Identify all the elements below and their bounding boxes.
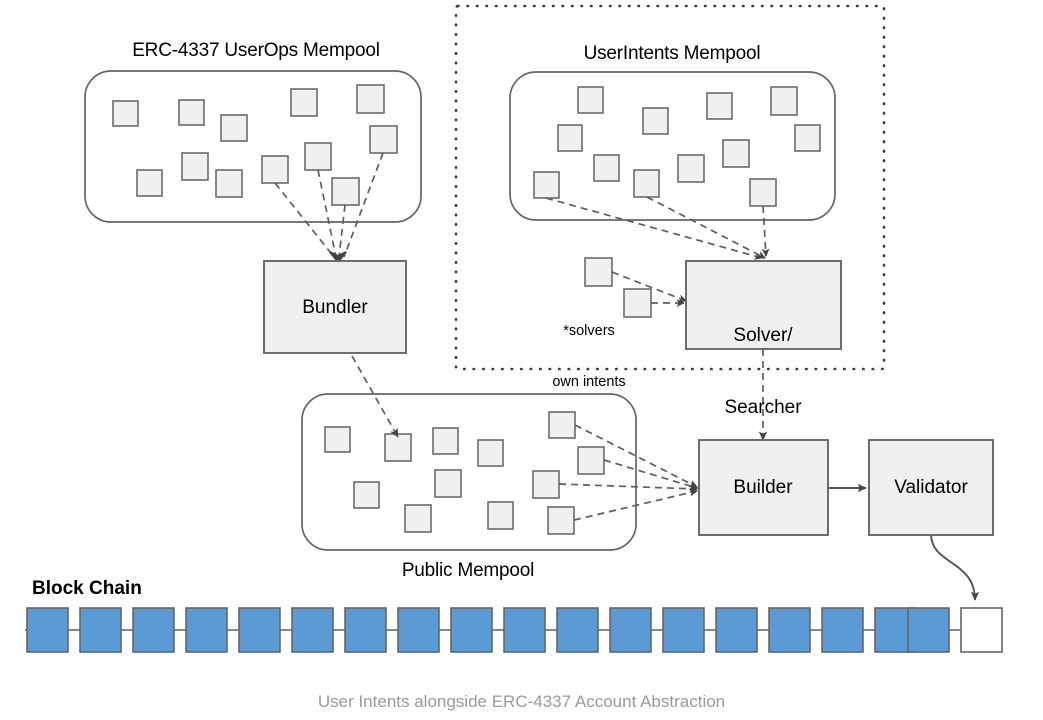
solver-intent-item — [584, 257, 613, 287]
flow-arrow — [573, 488, 699, 521]
solvers-note-line1: *solvers — [563, 323, 615, 339]
mempool-item — [633, 169, 660, 198]
chain-block-filled[interactable] — [556, 607, 599, 653]
mempool-item — [356, 84, 385, 114]
flow-arrow — [611, 271, 688, 302]
mempool-item — [642, 107, 669, 135]
userintents-to-solver-arrows — [545, 196, 770, 260]
userops-mempool-items — [112, 84, 398, 206]
mempool-item — [353, 481, 380, 509]
mempool-item — [477, 439, 504, 467]
chain-block-filled[interactable] — [450, 607, 493, 653]
solver-searcher-box[interactable] — [685, 260, 842, 350]
mempool-item — [136, 169, 163, 197]
userops-mempool-title: ERC-4337 UserOps Mempool — [132, 40, 380, 61]
builder-box[interactable] — [698, 439, 829, 536]
flow-arrow — [343, 152, 384, 258]
userintents-mempool-title: UserIntents Mempool — [583, 43, 761, 64]
mempool-item — [532, 470, 560, 499]
blockchain-blocks — [26, 607, 1003, 653]
blockchain-label: Block Chain — [32, 578, 142, 599]
figure-caption: User Intents alongside ERC-4337 Account … — [317, 692, 726, 711]
chain-block-filled[interactable] — [132, 607, 175, 653]
flow-arrow — [603, 459, 699, 490]
mempool-item — [432, 427, 459, 455]
mempool-item — [722, 139, 750, 168]
chain-block-filled[interactable] — [907, 607, 950, 653]
mempool-item — [770, 86, 798, 116]
mempool-item — [112, 100, 139, 127]
chain-block-filled[interactable] — [397, 607, 440, 653]
bundler-to-public-mempool-arrow — [351, 355, 399, 438]
solver-searcher-label: Solver/ Searcher — [724, 276, 801, 468]
flow-arrow — [545, 197, 764, 260]
mempool-item — [290, 88, 318, 117]
userintents-mempool-items — [533, 86, 821, 207]
solver-searcher-label-line2: Searcher — [724, 397, 802, 418]
builder-label: Builder — [733, 477, 793, 498]
chain-block-filled[interactable] — [344, 607, 387, 653]
flow-arrow — [761, 205, 770, 258]
flow-arrow — [646, 196, 766, 259]
userops-to-bundler-arrows — [274, 152, 384, 258]
chain-block-filled[interactable] — [185, 607, 228, 653]
mempool-item — [331, 177, 360, 206]
flow-arrow — [338, 204, 346, 258]
chain-block-filled[interactable] — [291, 607, 334, 653]
chain-block-filled[interactable] — [768, 607, 811, 653]
chain-block-filled[interactable] — [238, 607, 281, 653]
solvers-note-line2: own intents — [552, 374, 626, 390]
validator-label: Validator — [894, 477, 968, 498]
public-mempool-items — [324, 411, 605, 535]
chain-block-filled[interactable] — [821, 607, 864, 653]
flow-arrow — [274, 182, 335, 258]
mempool-item — [706, 92, 733, 120]
validator-to-block-arrow — [930, 533, 980, 601]
chain-block-filled[interactable] — [662, 607, 705, 653]
mempool-item — [547, 506, 575, 535]
solver-searcher-label-line1: Solver/ — [733, 325, 793, 346]
mempool-item — [324, 426, 351, 453]
mempool-item — [577, 446, 605, 475]
mempool-item — [404, 504, 432, 533]
mempool-item — [557, 124, 583, 152]
chain-block-filled[interactable] — [503, 607, 546, 653]
mempool-item — [434, 469, 462, 498]
public-mempool-to-builder-arrows — [558, 424, 699, 521]
mempool-item — [533, 171, 560, 199]
mempool-item — [677, 154, 705, 183]
mempool-item — [369, 125, 398, 154]
mempool-item — [181, 152, 209, 181]
solver-intents-to-solver-arrows — [611, 271, 688, 307]
chain-block-filled[interactable] — [715, 607, 758, 653]
public-mempool-title: Public Mempool — [401, 560, 535, 581]
mempool-item — [593, 154, 620, 182]
bundler-box[interactable] — [263, 260, 407, 354]
flow-arrow — [317, 169, 337, 258]
mempool-item — [220, 114, 248, 142]
mempool-item — [178, 99, 205, 126]
userops-bundler-arrowhead — [329, 251, 347, 264]
validator-box[interactable] — [868, 439, 994, 536]
mempool-item — [304, 142, 332, 171]
solvers-own-intents-note: *solvers own intents — [552, 289, 625, 425]
chain-block-filled[interactable] — [609, 607, 652, 653]
mempool-item — [577, 86, 604, 114]
chain-block-filled[interactable] — [79, 607, 122, 653]
bundler-label: Bundler — [302, 297, 368, 318]
solver-intent-item — [623, 288, 652, 318]
mempool-item — [261, 155, 289, 184]
mempool-item — [487, 501, 514, 530]
mempool-item — [749, 178, 777, 207]
flow-arrow — [574, 424, 698, 488]
chain-block-filled[interactable] — [26, 607, 69, 653]
mempool-item — [215, 169, 243, 198]
mempool-item — [384, 433, 412, 462]
chain-block-pending[interactable] — [960, 607, 1003, 653]
mempool-item — [794, 124, 821, 152]
